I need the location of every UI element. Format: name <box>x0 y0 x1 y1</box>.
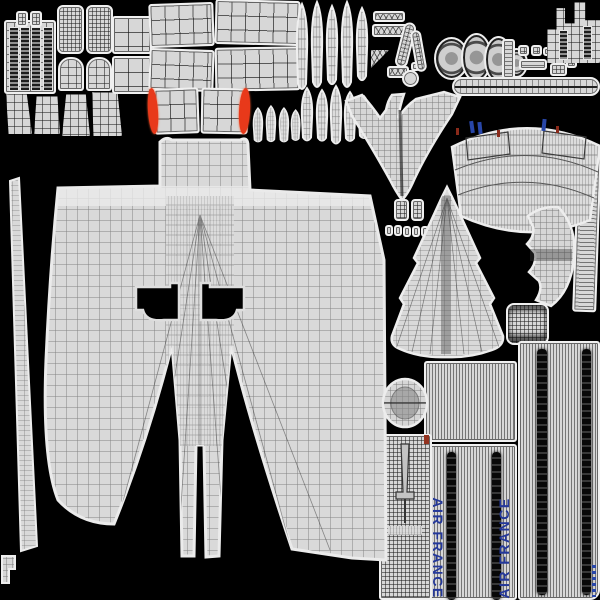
door-outline <box>465 131 511 161</box>
fuselage-dark-stripe <box>582 349 591 595</box>
arch-panel-left <box>58 57 84 91</box>
fuselage-panel-left <box>426 444 517 600</box>
castle-dark-bar <box>583 26 592 60</box>
castle-dark-bar <box>559 30 568 60</box>
wing-cutout-right <box>199 281 246 322</box>
foot-tab <box>1 555 16 584</box>
trapezoid-flap <box>62 94 90 136</box>
blade-cluster-short <box>252 105 301 143</box>
seam-maroon-marks <box>456 126 559 137</box>
gear-ring <box>402 70 419 87</box>
window-chip <box>412 226 420 237</box>
ladder-strip <box>502 39 515 79</box>
window-chip <box>403 226 411 237</box>
slat-bar <box>43 27 53 91</box>
fuselage-dark-stripe <box>447 452 456 600</box>
slat-bar <box>31 27 41 91</box>
chip-strip <box>519 59 547 70</box>
chip <box>30 11 42 27</box>
wingtip-sliver <box>8 176 39 553</box>
door-blue-marks <box>469 118 547 135</box>
chip <box>518 45 529 56</box>
door-panel-left <box>57 5 84 54</box>
seam-mark-maroon <box>424 435 429 444</box>
window-chip <box>385 225 393 236</box>
window-chip <box>394 225 402 236</box>
nose-cone-piece <box>390 184 505 359</box>
fuselage-panel-top <box>424 361 517 442</box>
air-france-mark-right <box>592 565 596 597</box>
arch-panel-right <box>86 57 112 91</box>
trapezoid-flap <box>92 92 122 136</box>
wing-cutout-left <box>134 281 181 322</box>
wheel-ring <box>434 37 469 80</box>
slat-bar <box>9 27 19 91</box>
sword-detail <box>388 443 422 535</box>
wing-fillet-crescent <box>525 205 576 308</box>
fuselage-fan-piece <box>450 127 600 234</box>
tail-bat-piece <box>344 90 462 202</box>
chip <box>16 11 28 27</box>
slat-bars-frame <box>4 20 56 94</box>
chip <box>531 45 542 56</box>
door-outline <box>541 130 587 160</box>
cigar-strip <box>452 77 600 96</box>
arrow-strip <box>373 11 405 22</box>
fuselage-dark-stripe <box>537 349 547 595</box>
barrel-piece <box>506 303 549 345</box>
quad-panel <box>112 16 152 54</box>
blade-cluster-top <box>295 1 369 90</box>
fuselage-dark-stripe <box>492 452 501 600</box>
trapezoid-flap <box>34 96 60 134</box>
window-chip <box>411 199 424 221</box>
slat-bar <box>20 27 30 91</box>
chip <box>550 63 567 76</box>
